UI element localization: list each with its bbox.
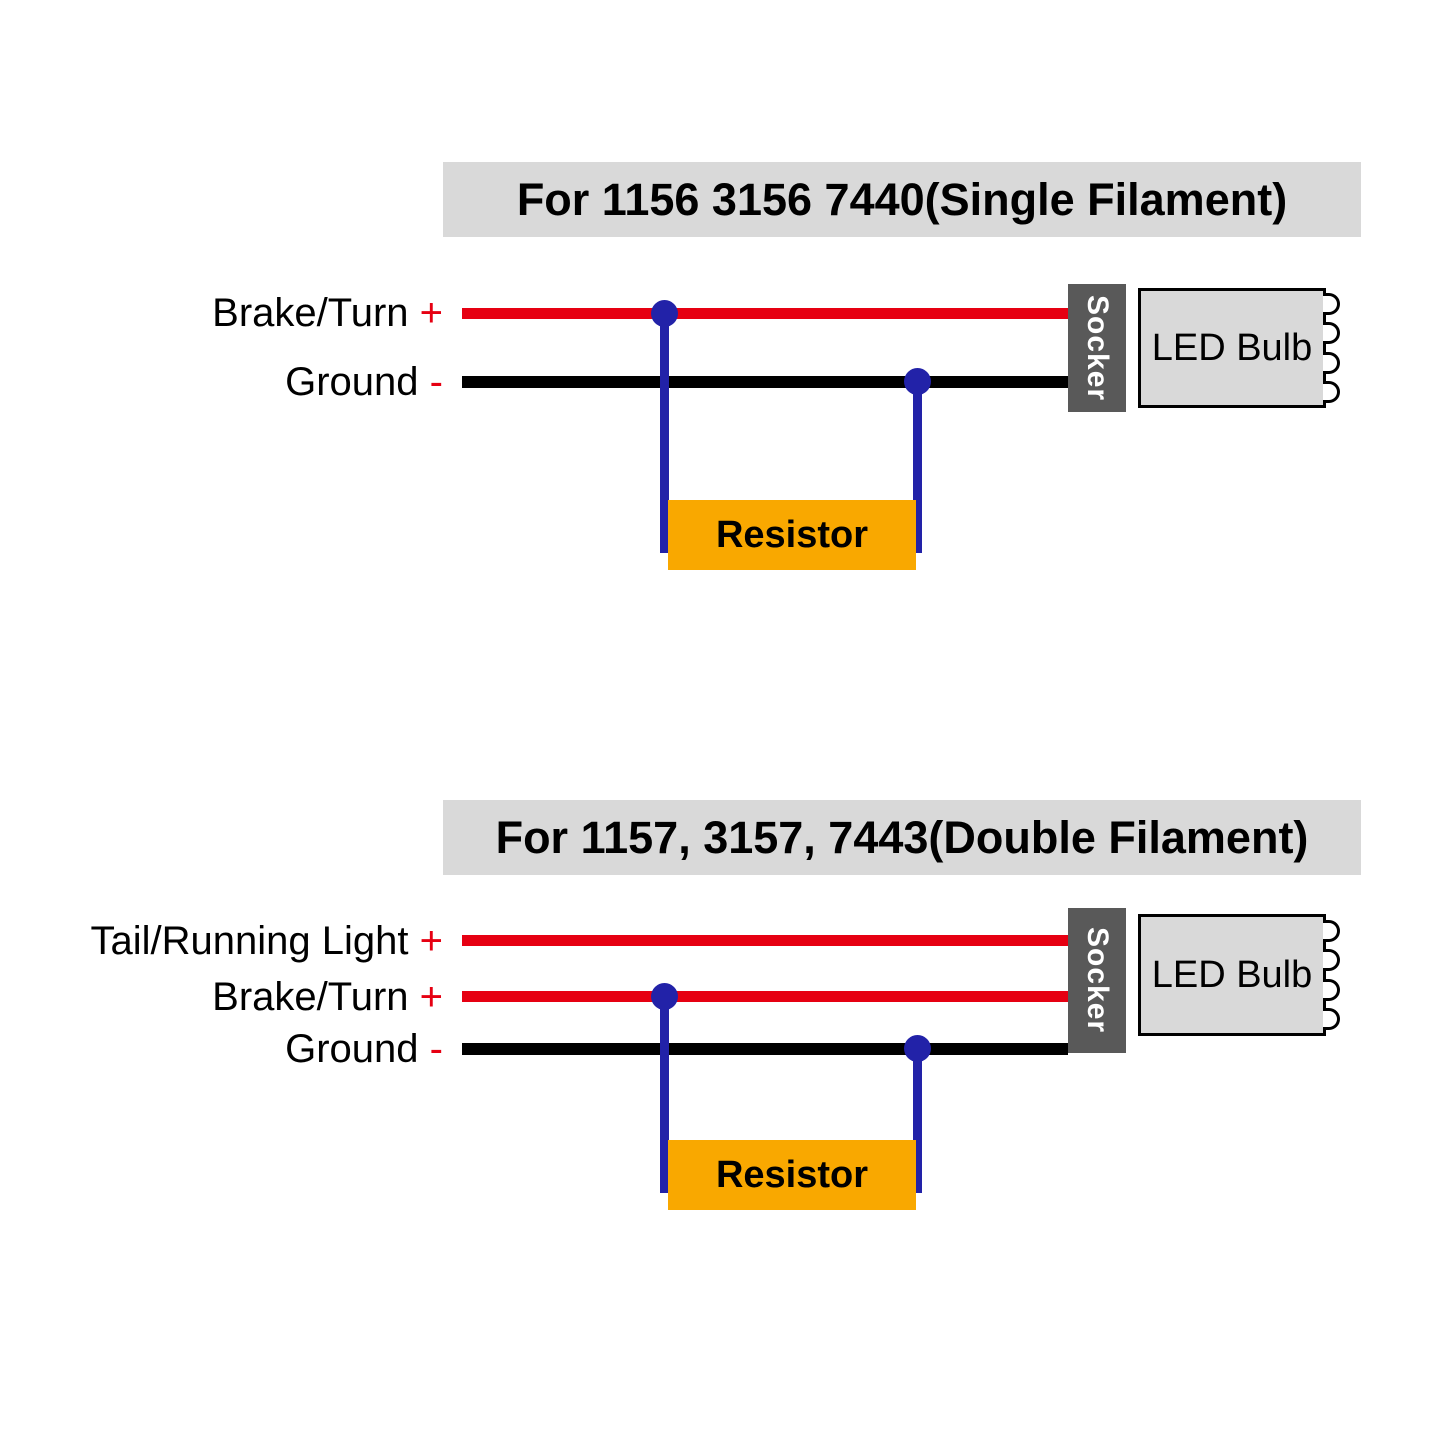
resistor-lead-left	[660, 313, 669, 553]
polarity-minus-sign: -	[429, 360, 443, 404]
tail-running-wire	[462, 935, 1068, 946]
bulb-pins	[1323, 293, 1343, 403]
bulb-pin	[1323, 322, 1340, 345]
wire-label-text: Brake/Turn	[212, 291, 409, 335]
wire-label-text: Brake/Turn	[212, 975, 409, 1019]
wire-label-ground: Ground -	[30, 358, 443, 406]
wire-label-text: Ground	[285, 360, 419, 404]
wire-label-ground: Ground -	[20, 1025, 443, 1073]
bulb-pin	[1323, 351, 1340, 374]
junction-dot	[651, 300, 678, 327]
bulb-pin	[1323, 293, 1340, 315]
junction-dot	[904, 368, 931, 395]
polarity-minus-sign: -	[429, 1027, 443, 1071]
resistor: Resistor	[668, 500, 916, 570]
resistor-lead-right	[913, 382, 922, 553]
double-filament-title: For 1157, 3157, 7443(Double Filament)	[443, 800, 1361, 875]
resistor-lead-right	[913, 1049, 922, 1193]
wire-label-text: Ground	[285, 1027, 419, 1071]
wire-label-text: Tail/Running Light	[90, 919, 409, 963]
bulb-pin	[1323, 920, 1340, 942]
led-bulb: LED Bulb	[1138, 288, 1326, 408]
single-filament-title: For 1156 3156 7440(Single Filament)	[443, 162, 1361, 237]
socket: Socker	[1068, 908, 1126, 1053]
polarity-plus-sign: +	[419, 919, 443, 963]
resistor-lead-left	[660, 997, 669, 1193]
resistor: Resistor	[668, 1140, 916, 1210]
junction-dot	[651, 983, 678, 1010]
ground-wire	[462, 376, 1068, 388]
bulb-pin	[1323, 949, 1340, 972]
junction-dot	[904, 1035, 931, 1062]
bulb-pin	[1323, 978, 1340, 1001]
polarity-plus-sign: +	[419, 291, 443, 335]
wire-label-tail-running: Tail/Running Light +	[20, 917, 443, 965]
brake-turn-wire	[462, 308, 1068, 319]
polarity-plus-sign: +	[419, 975, 443, 1019]
ground-wire	[462, 1043, 1068, 1055]
bulb-pin	[1323, 380, 1340, 403]
wire-label-brake-turn: Brake/Turn +	[20, 973, 443, 1021]
socket: Socker	[1068, 284, 1126, 412]
brake-turn-wire	[462, 991, 1068, 1002]
led-bulb: LED Bulb	[1138, 914, 1326, 1036]
bulb-pin	[1323, 1007, 1340, 1030]
bulb-pins	[1323, 920, 1343, 1030]
wire-label-brake-turn: Brake/Turn +	[30, 289, 443, 337]
